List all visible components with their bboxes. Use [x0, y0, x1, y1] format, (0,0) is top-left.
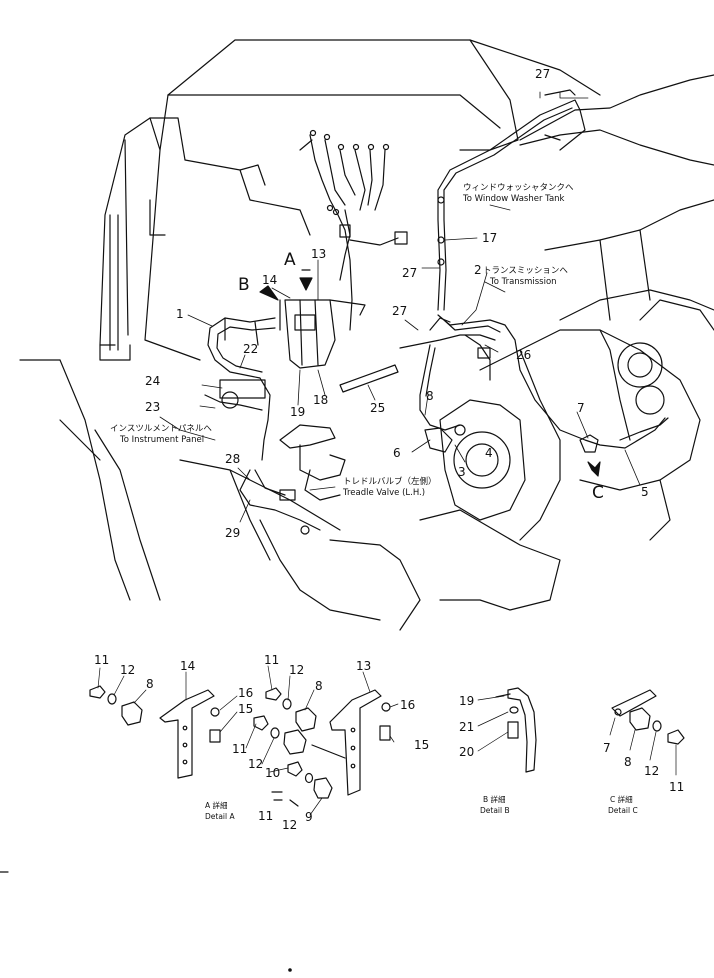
detail-a-label-15a: 15: [238, 702, 253, 716]
callout-29: 29: [225, 526, 240, 540]
callout-7: 7: [577, 401, 585, 415]
arrow-b: [259, 285, 279, 301]
callout-23: 23: [145, 400, 160, 414]
note-trans-jp: トランスミッションへ: [483, 266, 568, 276]
treadle-valve: [239, 424, 346, 535]
trans-sender: [424, 417, 669, 477]
callout-25: 25: [370, 401, 385, 415]
note-treadle-jp: トレドルバルブ（左側）: [343, 476, 437, 487]
detail-a-label-13: 13: [356, 659, 371, 673]
detail-c-caption-jp: C 詳細: [610, 794, 633, 804]
hydraulic-lines: [339, 314, 666, 449]
callout-3: 3: [458, 465, 466, 479]
detail-a-label-11d: 11: [258, 809, 273, 823]
detail-c: [609, 689, 685, 776]
detail-c-caption-en: Detail C: [608, 806, 638, 815]
detail-a-label-11a: 11: [94, 653, 109, 667]
note-trans-en: To Transmission: [489, 277, 557, 287]
detail-a-label-15b: 15: [414, 738, 429, 752]
detail-a-label-12a: 12: [120, 663, 135, 677]
detail-b-caption-jp: B 詳細: [483, 794, 506, 804]
detail-c-label-8: 8: [624, 755, 632, 769]
pressure-switch-bracket: [279, 299, 366, 369]
callout-24: 24: [145, 374, 160, 388]
note-washer-en: To Window Washer Tank: [462, 194, 565, 204]
arrow-a: [299, 269, 313, 291]
callout-22: 22: [243, 342, 258, 356]
detail-a-label-14: 14: [180, 659, 195, 673]
detail-a-label-12d: 12: [282, 818, 297, 832]
detail-letter-a: A: [284, 250, 296, 270]
detail-a-label-9: 9: [305, 810, 313, 824]
detail-letter-b: B: [238, 275, 250, 295]
callout-27-top: 27: [535, 67, 550, 81]
detail-b-label-21: 21: [459, 720, 474, 734]
callout-28: 28: [225, 452, 240, 466]
frame-lower: [19, 359, 561, 631]
note-panel-en: To Instrument Panel: [119, 435, 204, 445]
callout-13: 13: [311, 247, 326, 261]
detail-b-label-19: 19: [459, 694, 474, 708]
note-treadle-en: Treadle Valve (L.H.): [342, 488, 425, 498]
detail-a-label-8b: 8: [315, 679, 323, 693]
transmission-housing: [479, 329, 701, 541]
washer-tube: [437, 89, 586, 311]
note-washer-jp: ウィンドウォッシャタンクへ: [463, 183, 574, 193]
detail-b-label-20: 20: [459, 745, 474, 759]
callout-17: 17: [482, 231, 497, 245]
callout-8: 8: [426, 389, 434, 403]
detail-c-label-12: 12: [644, 764, 659, 778]
callout-18: 18: [313, 393, 328, 407]
detail-a-label-12c: 12: [248, 757, 263, 771]
callout-27-mid: 27: [402, 266, 417, 280]
detail-a: [89, 665, 399, 816]
detail-a-label-16b: 16: [400, 698, 415, 712]
detail-letter-c: C: [592, 483, 604, 503]
detail-a-label-12b: 12: [289, 663, 304, 677]
detail-a-label-10: 10: [265, 766, 280, 780]
footer-dot: [288, 968, 292, 972]
wire-harness-cab: [309, 129, 408, 331]
leader-lines: [159, 91, 641, 523]
brake-pipe-left: [204, 317, 276, 461]
callout-6: 6: [393, 446, 401, 460]
callout-19: 19: [290, 405, 305, 419]
detail-a-label-16a: 16: [238, 686, 253, 700]
engine-hood: [519, 74, 714, 331]
callout-14: 14: [262, 273, 277, 287]
callout-4: 4: [485, 446, 493, 460]
callout-27-low: 27: [392, 304, 407, 318]
detail-c-label-7: 7: [603, 741, 611, 755]
detail-c-label-11: 11: [669, 780, 684, 794]
detail-a-label-11b: 11: [264, 653, 279, 667]
callout-1: 1: [176, 307, 184, 321]
detail-a-caption-jp: A 詳細: [205, 800, 228, 810]
callout-2: 2: [474, 263, 482, 277]
detail-b-caption-en: Detail B: [480, 806, 510, 815]
detail-a-label-8a: 8: [146, 677, 154, 691]
detail-b: [477, 687, 537, 773]
detail-a-caption-en: Detail A: [205, 812, 235, 821]
note-panel-jp: インスツルメントパネルへ: [110, 424, 212, 434]
detail-a-label-11c: 11: [232, 742, 247, 756]
callout-26: 26: [516, 348, 531, 362]
callout-5: 5: [641, 485, 649, 499]
